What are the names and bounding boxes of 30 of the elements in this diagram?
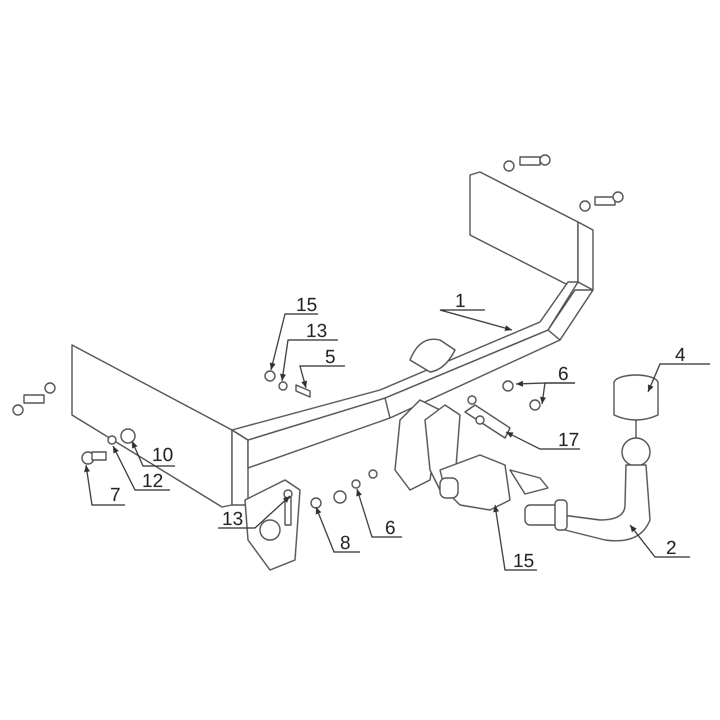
callout-number: 2	[666, 539, 677, 558]
leader-line	[112, 446, 170, 491]
leader-line	[299, 365, 345, 388]
callout-number: 6	[558, 365, 569, 384]
leader-line	[493, 504, 537, 571]
callout-number: 5	[325, 348, 336, 367]
callout-number: 1	[455, 292, 466, 311]
callout-number: 13	[306, 322, 328, 341]
callout-number: 10	[152, 446, 174, 465]
callout-number: 15	[513, 552, 534, 571]
callout-number: 13	[222, 510, 244, 529]
leader-line	[315, 506, 360, 553]
leader-line	[84, 464, 125, 506]
leader-line	[270, 313, 318, 370]
callout-number: 8	[340, 534, 351, 553]
callout-number: 6	[385, 519, 396, 538]
leader-line	[540, 382, 575, 404]
callout-number: 15	[296, 296, 318, 315]
leader-line	[218, 496, 290, 529]
leader-line	[280, 339, 338, 382]
leader-line	[506, 431, 580, 450]
leader-line	[630, 524, 690, 558]
callout-number: 17	[558, 431, 580, 450]
leader-line	[356, 488, 402, 538]
callout-number: 12	[142, 472, 164, 491]
leader-line	[131, 440, 175, 467]
leader-line	[647, 363, 710, 392]
leader-line	[439, 309, 512, 332]
callout-number: 4	[675, 346, 686, 365]
callout-number: 7	[110, 486, 121, 505]
